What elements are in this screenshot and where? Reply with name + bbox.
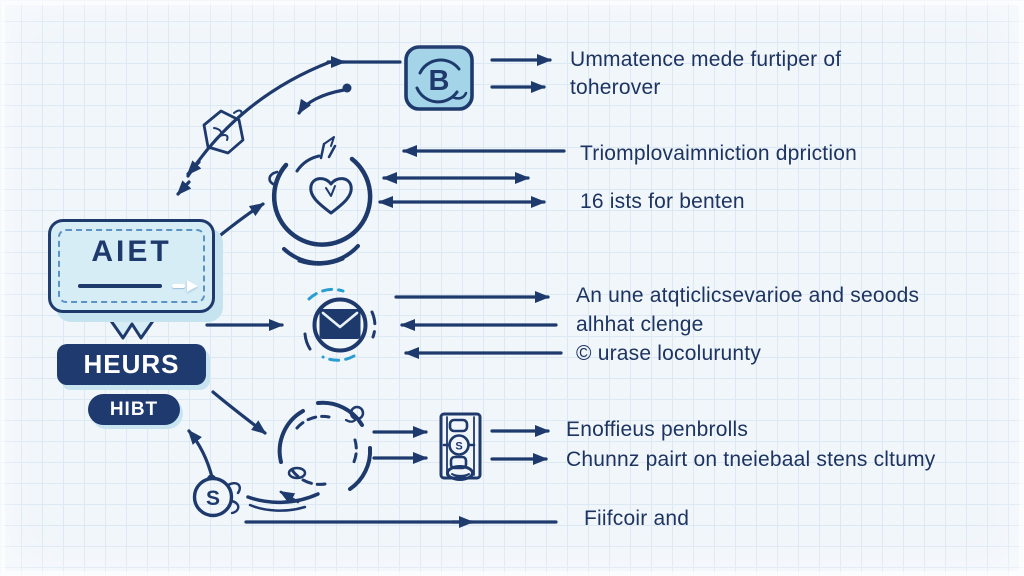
badge-underline [78, 284, 162, 288]
arrowhead-down-left-1 [186, 160, 202, 176]
arrowhead-down-left-2 [176, 180, 192, 196]
heart-globe-sketch-icon [268, 136, 373, 266]
note-lower-line2: Chunnz pairt on tneiebaal stens cltumy [566, 448, 936, 471]
note-middle-line2: alhhat clenge [576, 313, 704, 336]
arrow-gear-to-hibt [187, 429, 214, 479]
note-bottom-line1: Fiifcoir and [584, 507, 690, 530]
control-device-icon: S [439, 412, 482, 481]
b-box-letter: B [429, 65, 450, 97]
envelope-flap-line [321, 311, 359, 329]
cycle-sketch-icon [246, 400, 373, 512]
arrow-heurs-to-cycle [211, 390, 267, 435]
connector-arrows [176, 54, 566, 528]
note-upper-mid-line1: Triomplovaimniction dpriction [580, 142, 857, 165]
badge-arrow-icon [172, 284, 185, 288]
arrow-dot-to-circle [297, 88, 346, 115]
badge-arrowhead-icon [187, 280, 198, 292]
gear-letter: S [206, 487, 220, 510]
note-lower-line1: Enoffieus penbrolls [566, 418, 749, 441]
badge-dashed-border [58, 229, 205, 303]
note-top-right-line1: Ummatence mede furtiper of [570, 48, 842, 71]
sync-arcs-box-icon: B [404, 45, 474, 111]
badge-label: AIET [91, 235, 172, 268]
aiet-badge: AIET [48, 219, 215, 313]
device-letter: S [455, 441, 462, 453]
note-upper-mid-line2: 16 ists for benten [580, 190, 745, 213]
note-middle-line3: © urase locolurunty [576, 342, 762, 365]
note-top-right-line2: toherover [570, 76, 661, 99]
heurs-button: HEURS [57, 344, 206, 385]
envelope-icon [303, 287, 377, 362]
note-middle-line1: An une atqticlicsevarioe and seoods [576, 284, 920, 307]
gear-s-icon: S [192, 474, 241, 518]
hexagon-gear-icon [202, 109, 245, 155]
hibt-button: HIBT [88, 394, 180, 425]
